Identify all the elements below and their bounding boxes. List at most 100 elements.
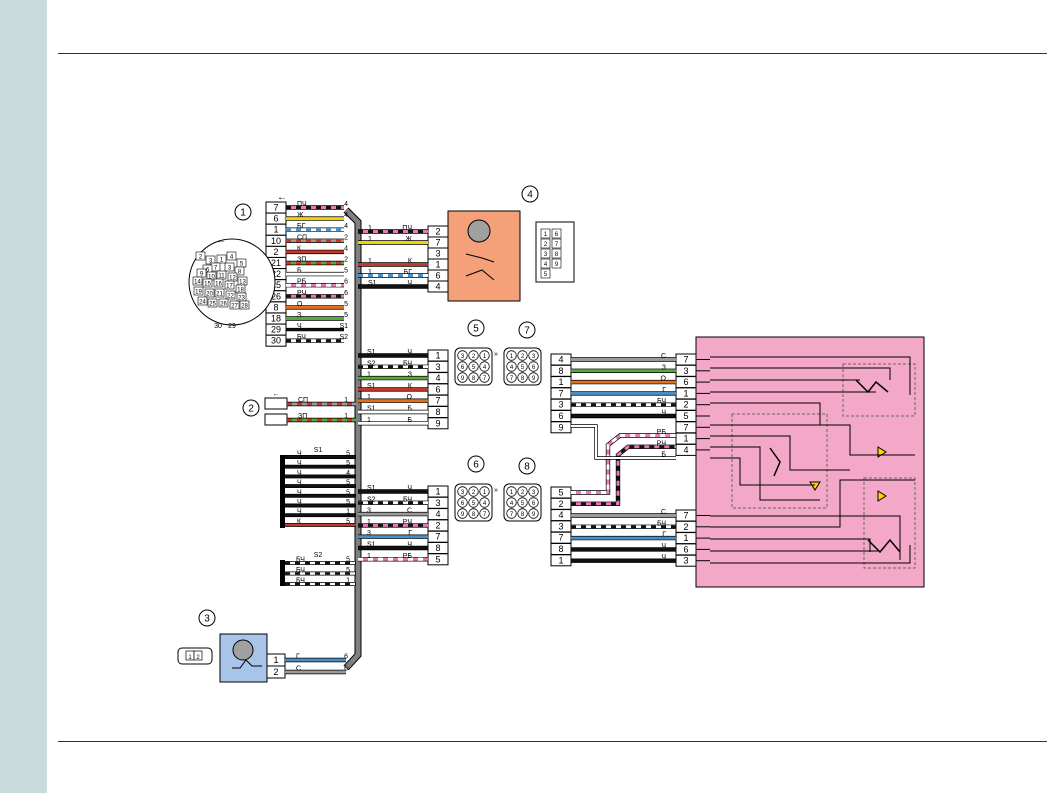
connector-1-face-number: 22 [227,294,234,300]
connector-1-face-cell [202,278,213,288]
connector-3-face-2: 2 [196,655,200,661]
connector6-pin-3: 3 [435,498,440,508]
connector-7-right-pin-3: 3 [683,366,688,376]
connector-socket [517,350,528,361]
connector-4-face-cell [551,258,562,269]
connector-4-pin-7: 7 [435,238,440,248]
connector5-pin-4: 4 [435,373,440,383]
connector-7-wire-label: З [662,364,666,371]
connector-1-face-number: 26 [220,302,227,308]
connector-socket [468,497,479,508]
socket-number: 5 [472,365,476,371]
connector-1-face-number: 28 [241,304,248,310]
relay-internal-trace [710,435,850,471]
connector-1-face-pin-30: 30 [214,323,222,330]
connector-4-face-cell [540,268,551,279]
callout-circle [518,457,536,475]
connector-1-wire-label: БГ [297,223,306,230]
connector-1-face-cell [226,251,237,261]
connector-1-pin-8: 8 [273,302,278,312]
connector-7-wire-label: О [661,376,667,383]
connector-1-pin-2: 2 [273,247,278,257]
diode-icon [809,481,821,491]
bundle-s2-label: S2 [314,552,323,559]
connector-1-splice-label: 4 [344,201,348,208]
connector-1-face-number: 15 [204,282,211,288]
callout-number-4: 4 [527,190,533,201]
connector-1-face-number: 23 [238,296,245,302]
connector-1-face-number: 14 [194,280,201,286]
connector-socket [457,486,468,497]
connector-1-face-number: 1 [220,258,224,264]
connector-1-wire-label: СП [297,234,307,241]
connector-4-splice: 1 [368,225,372,232]
connector-8-wire-label: Ч [661,543,666,550]
connector-1-splice-label: S2 [339,334,348,341]
connector-4-splice: 1 [368,269,372,276]
bundle-s1-wire-label: Ч [297,470,302,477]
connector-4-face-cell [551,228,562,239]
connector-2-pin: 1 [344,413,348,420]
callout-number-8: 8 [524,462,530,473]
socket-number: 2 [472,354,476,360]
connector-4-face-cell [551,238,562,249]
connector-1-face-cell [234,266,245,276]
bundle-s1-wire-label: Ч [297,480,302,487]
socket-number: 8 [521,376,525,382]
relay-internal-trace [710,545,911,564]
connector-4-face-number: 6 [555,232,559,238]
connector-8-right-pin-3: 3 [683,556,688,566]
connector-1-wire-label: Ж [297,212,304,219]
connector-socket [457,350,468,361]
harness-trunk [344,208,361,670]
connector-1-wire-label: Б [297,268,302,275]
connector-4-face-number: 9 [555,262,559,268]
connector-8-left-pin-2: 2 [558,499,563,509]
connector-8-right-pin-6: 6 [683,544,688,554]
socket-number: 3 [532,490,536,496]
socket-number: 3 [532,354,536,360]
connector-1-splice-label: 2 [344,234,348,241]
connector-3-splice: 6 [344,666,348,673]
connector-8-left-pin-3: 3 [558,521,563,531]
connector-1-splice-label: 6 [344,290,348,297]
socket-number: 9 [532,512,536,518]
connector-3-wire-label: Г [296,654,300,661]
mirror-motor-icon [467,219,491,243]
connector5-splice: S1 [367,349,376,356]
connector-socket [479,361,490,372]
bundle-s1-wire-label: Ч [297,460,302,467]
connector-socket [517,508,528,519]
connector-1-face-cell [195,251,206,261]
connector-3-face-1: 1 [188,655,192,661]
connector6-wire-label: РЧ [403,519,413,526]
socket-number: 6 [532,501,536,507]
relay-internal-trace [710,402,821,425]
connector6-splice: S2 [367,496,376,503]
connector-socket [468,361,479,372]
relay-internal-trace [710,515,901,560]
connector-socket [479,497,490,508]
connector-1-face-number: 2 [199,255,203,261]
connector-3-wire-label: С [296,666,301,673]
connector-4-face-number: 4 [544,262,548,268]
connector-8-left-pin-5: 5 [558,488,563,498]
relay-internal-trace [710,479,915,528]
connector-socket [506,486,517,497]
connector-4-face-cell [540,238,551,249]
connector-4-face-number: 1 [544,232,548,238]
connector-4-face-cell [551,248,562,259]
connector-1-face-cell [207,298,218,308]
connector-1-face-cell [224,262,235,272]
bundle-s1-bar [280,455,285,528]
connector-1-face-number: 10 [208,275,215,281]
connector-1-face-cell [218,298,229,308]
connector-4-face-cell [540,228,551,239]
socket-number: 1 [510,490,514,496]
connector-1-pin-7: 7 [273,203,278,213]
relay-coil-symbol [867,538,901,554]
connector5-wire-label: Б [407,417,412,424]
connector-8-wire-label: БЧ [657,520,666,527]
connector-8-wire-label: С [661,509,666,516]
connector-1-splice-label: 2 [344,257,348,264]
